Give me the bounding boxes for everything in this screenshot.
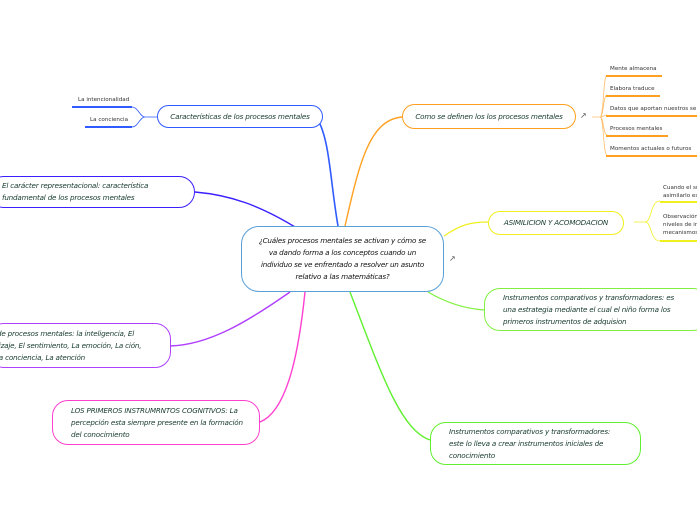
subtopic-intencionalidad[interactable]: La intencionalidad (78, 97, 130, 103)
central-topic[interactable]: ¿Cuáles procesos mentales se activan y c… (241, 226, 444, 292)
topic-asimilacion[interactable]: ASIMILICION Y ACOMODACION (488, 211, 624, 235)
topic-instrumentos-1[interactable]: Instrumentos comparativos y transformado… (484, 288, 697, 331)
edge-definen (344, 116, 403, 227)
subtopic-observacion[interactable]: Observación niveles de in mecanismos (663, 214, 697, 236)
central-topic-text: ¿Cuáles procesos mentales se activan y c… (258, 236, 426, 281)
edge-asimilacion (443, 221, 489, 237)
subtopic-momentos[interactable]: Momentos actuales o futuros (610, 146, 692, 152)
edge-tipos (169, 291, 291, 347)
edge-primeros (259, 291, 306, 423)
subtopic-procesos-mentales[interactable]: Procesos mentales (610, 126, 663, 132)
edge-caracter (194, 191, 301, 231)
edge-instrumentos2 (349, 291, 431, 441)
topic-tipos[interactable]: de procesos mentales: la inteligencia, E… (0, 323, 171, 368)
topic-caracter[interactable]: El carácter representacional: caracterís… (0, 176, 195, 208)
topic-definen[interactable]: Como se definen los los procesos mentale… (402, 104, 576, 129)
subtopic-mente-almacena[interactable]: Mente almacena (610, 66, 657, 72)
subtopic-cuando[interactable]: Cuando el su asimilarlo es (663, 185, 697, 199)
external-link-icon[interactable]: ↗ (580, 111, 587, 120)
topic-instrumentos-2[interactable]: Instrumentos comparativos y transformado… (430, 422, 641, 465)
topic-primeros[interactable]: LOS PRIMEROS INSTRUMRNTOS COGNITIVOS: La… (52, 400, 260, 445)
subtopic-elabora-traduce[interactable]: Elabora traduce (610, 86, 655, 92)
subtopic-datos[interactable]: Datos que aportan nuestros se (610, 106, 697, 112)
subtopic-conciencia[interactable]: La conciencia (90, 117, 129, 123)
edge-instrumentos1 (427, 291, 485, 311)
external-link-icon[interactable]: ↗ (449, 254, 456, 263)
edge-caracteristicas (316, 117, 339, 227)
topic-caracteristicas[interactable]: Características de los procesos mentales (157, 105, 323, 128)
